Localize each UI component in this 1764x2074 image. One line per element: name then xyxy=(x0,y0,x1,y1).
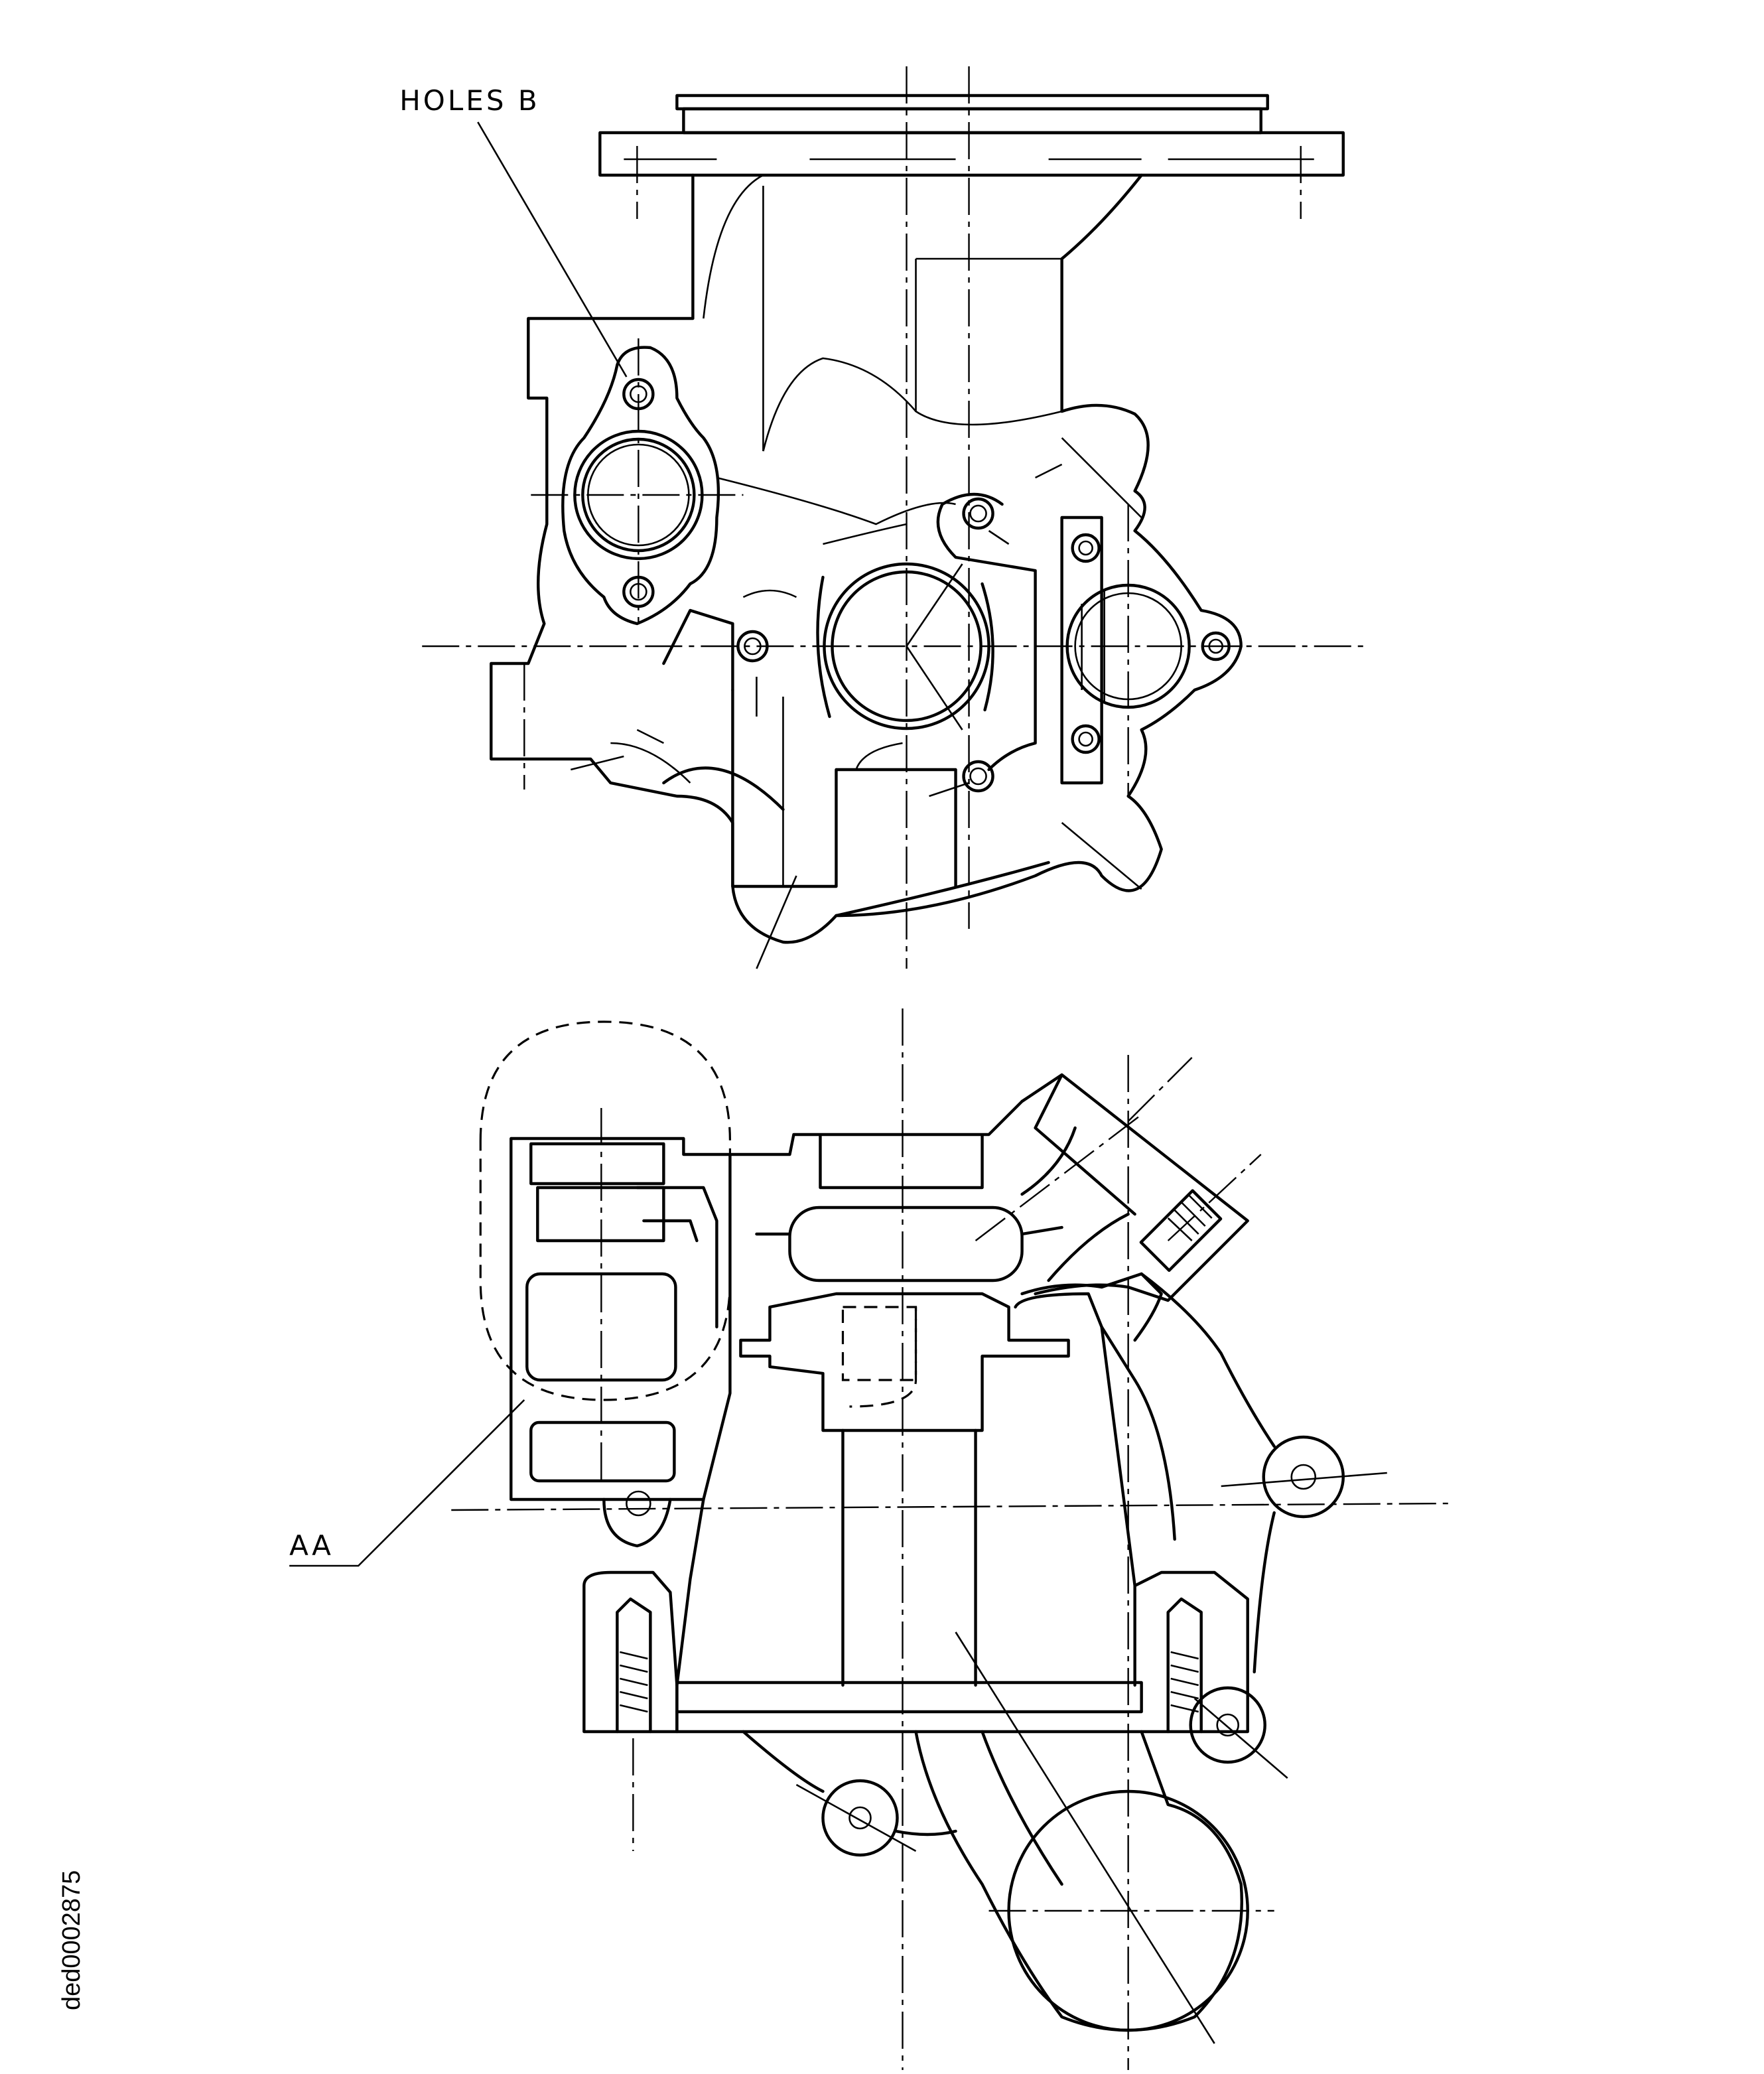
holes-b xyxy=(622,378,1231,793)
top-view: HOLES B xyxy=(399,66,1367,969)
holes-b-label: HOLES B xyxy=(399,84,539,117)
section-view: AA xyxy=(289,1008,1454,2070)
section-aa-label: AA xyxy=(289,1529,334,1562)
reference-id: ded0002875 xyxy=(58,1870,86,2010)
